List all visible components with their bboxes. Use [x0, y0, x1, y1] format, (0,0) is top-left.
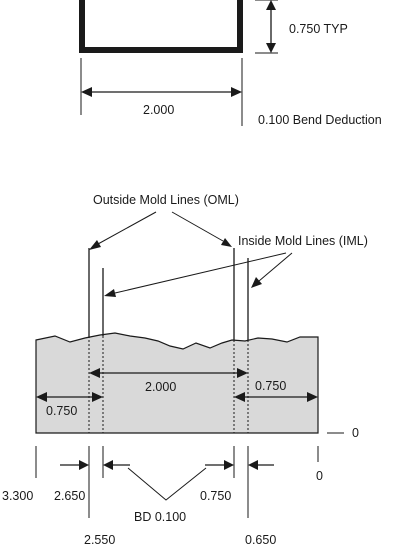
bend-zone-arrows — [60, 460, 274, 470]
center-width-dimension: 2.000 — [89, 368, 248, 394]
bd-leader — [127, 467, 207, 501]
iml-lines — [102, 258, 249, 340]
channel-width-label: 2.000 — [143, 103, 174, 117]
center-width-label: 2.000 — [145, 380, 176, 394]
dim-3300-label: 3.300 — [2, 489, 33, 503]
left-flange-label: 0.750 — [46, 404, 77, 418]
iml-label: Inside Mold Lines (IML) — [238, 234, 368, 248]
oml-leaders — [89, 211, 232, 250]
dim-0650-label: 0.650 — [245, 533, 276, 547]
bend-zone-lines — [88, 336, 249, 433]
channel-profile — [79, 0, 243, 53]
dim-2650-label: 2.650 — [54, 489, 85, 503]
zero-right-label: 0 — [352, 426, 359, 440]
dim-2550-label: 2.550 — [84, 533, 115, 547]
bend-deduction-note: 0.100 Bend Deduction — [258, 113, 382, 127]
zero-bottom-label: 0 — [316, 469, 323, 483]
leg-height-label: 0.750 TYP — [289, 22, 348, 36]
channel-width-dimension: 2.000 — [80, 58, 243, 126]
right-flange-dimension: 0.750 — [234, 379, 318, 402]
bottom-extension-lines — [35, 446, 319, 518]
dim-0750-label: 0.750 — [200, 489, 231, 503]
right-flange-label: 0.750 — [255, 379, 286, 393]
left-flange-dimension: 0.750 — [36, 392, 103, 418]
oml-lines — [88, 248, 235, 340]
iml-leaders — [104, 252, 293, 297]
oml-label: Outside Mold Lines (OML) — [93, 193, 239, 207]
bd-label: BD 0.100 — [134, 510, 186, 524]
leg-height-dimension: 0.750 TYP — [255, 0, 348, 54]
formed-channel — [79, 0, 243, 53]
